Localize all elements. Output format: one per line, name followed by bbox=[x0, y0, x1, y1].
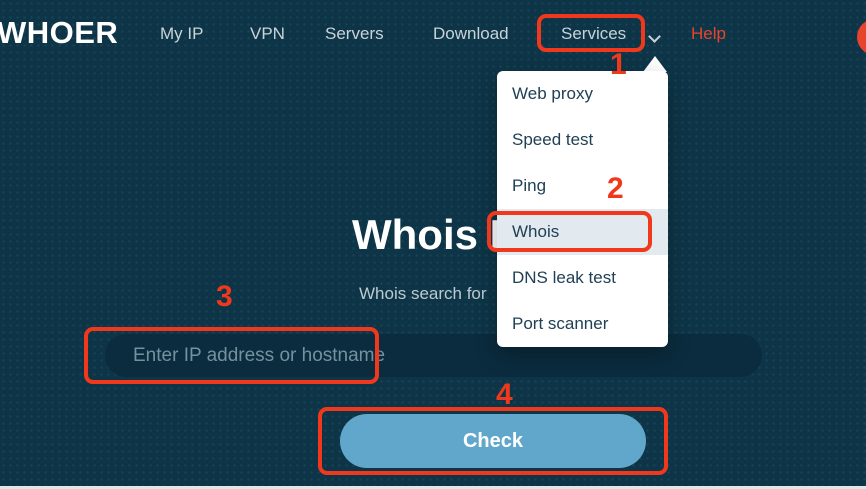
floating-widget-badge[interactable] bbox=[857, 19, 866, 55]
nav-item-servers[interactable]: Servers bbox=[325, 24, 384, 43]
menu-item-web-proxy[interactable]: Web proxy bbox=[512, 84, 593, 103]
dropdown-arrow bbox=[643, 56, 667, 72]
nav-item-my-ip[interactable]: My IP bbox=[160, 24, 204, 43]
services-dropdown-menu: Web proxy Speed test Ping Whois DNS leak… bbox=[497, 71, 668, 347]
annotation-number-3: 3 bbox=[216, 280, 233, 313]
menu-item-dns-leak-test[interactable]: DNS leak test bbox=[512, 268, 616, 287]
page-title: Whois I bbox=[352, 211, 502, 258]
nav-item-vpn[interactable]: VPN bbox=[250, 24, 285, 43]
menu-item-port-scanner[interactable]: Port scanner bbox=[512, 314, 609, 333]
nav-item-download[interactable]: Download bbox=[433, 24, 509, 43]
menu-item-ping[interactable]: Ping bbox=[512, 176, 547, 195]
page-subtitle: Whois search for bbox=[359, 284, 487, 303]
annotation-number-4: 4 bbox=[496, 378, 513, 411]
whoer-logo[interactable]: WHOER bbox=[0, 15, 119, 50]
menu-item-whois[interactable]: Whois bbox=[497, 209, 668, 255]
page-bottom-edge bbox=[0, 486, 866, 489]
nav-item-help[interactable]: Help bbox=[691, 24, 726, 43]
menu-item-speed-test[interactable]: Speed test bbox=[512, 130, 594, 149]
chevron-down-icon[interactable] bbox=[648, 30, 661, 43]
check-button[interactable]: Check bbox=[340, 414, 646, 468]
nav-item-services[interactable]: Services bbox=[561, 24, 627, 43]
